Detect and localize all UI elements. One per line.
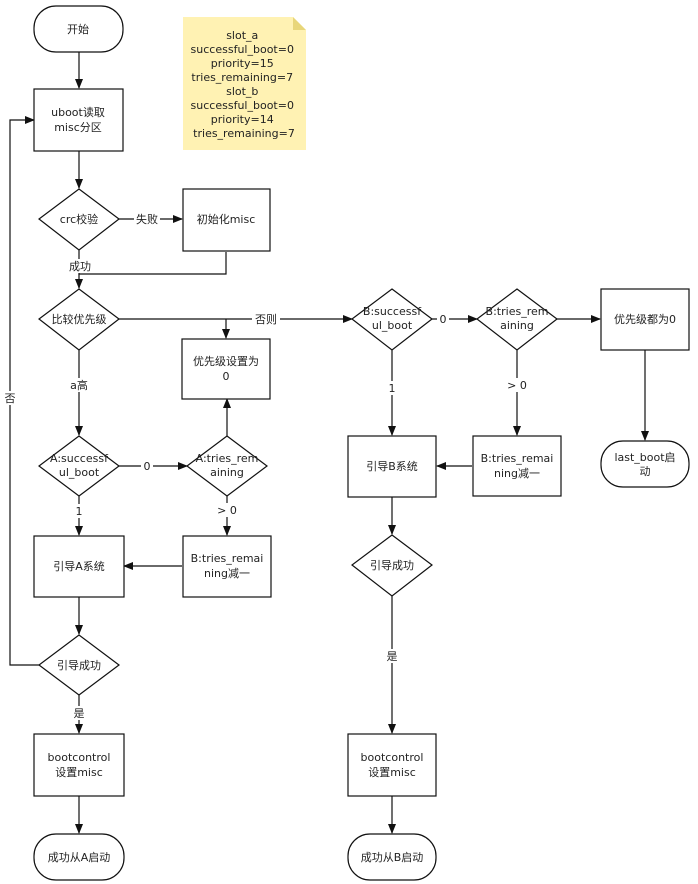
svg-text:引导A系统: 引导A系统	[53, 559, 105, 573]
node-boot-b-system: 引导B系统	[347, 435, 437, 498]
label-fail: 失败	[134, 212, 160, 226]
svg-text:失败: 失败	[136, 212, 158, 226]
label-success: 成功	[67, 259, 93, 273]
svg-text:否: 否	[5, 392, 16, 405]
svg-text:引导B系统: 引导B系统	[366, 459, 418, 473]
svg-text:优先级都为0: 优先级都为0	[614, 313, 676, 326]
label-yes-b: 是	[384, 649, 400, 663]
node-last-boot: last_boot启动	[600, 440, 690, 488]
node-crc-check: crc校验	[38, 188, 120, 251]
svg-text:初始化misc: 初始化misc	[197, 212, 256, 226]
svg-text:A:tries_remaining: A:tries_remaining	[196, 452, 259, 479]
svg-text:比较优先级: 比较优先级	[52, 312, 107, 326]
svg-text:引导成功: 引导成功	[57, 658, 101, 672]
label-zero-a: 0	[141, 459, 153, 473]
svg-text:成功从B启动: 成功从B启动	[361, 851, 424, 864]
svg-text:0: 0	[440, 313, 447, 326]
svg-text:成功从A启动: 成功从A启动	[48, 851, 111, 864]
node-compare-priority: 比较优先级	[38, 288, 120, 351]
node-end-boot-a: 成功从A启动	[33, 833, 125, 881]
node-end-boot-b: 成功从B启动	[347, 833, 437, 881]
label-gt0-a: > 0	[215, 503, 239, 517]
slot-info-note: slot_a successful_boot=0 priority=15 tri…	[183, 17, 306, 150]
edge-crc-merge	[78, 250, 227, 275]
node-boot-a-system: 引导A系统	[33, 535, 125, 598]
svg-text:1: 1	[389, 382, 396, 395]
edge-labels: 失败 成功 否则 a高 0 > 0 1 是	[3, 212, 529, 720]
label-one-b: 1	[386, 381, 398, 395]
svg-text:a高: a高	[70, 378, 88, 392]
svg-text:B:successful_boot: B:successful_boot	[363, 305, 422, 332]
svg-text:成功: 成功	[69, 260, 91, 273]
label-gt0-b: > 0	[505, 378, 529, 392]
label-a-high: a高	[68, 378, 90, 392]
svg-text:否则: 否则	[255, 313, 277, 326]
label-one-a: 1	[73, 504, 85, 518]
svg-text:crc校验: crc校验	[60, 212, 98, 226]
label-yes-a: 是	[71, 706, 87, 720]
node-boot-a-success-check: 引导成功	[38, 634, 120, 696]
svg-text:开始: 开始	[67, 22, 89, 36]
node-init-misc: 初始化misc	[182, 188, 271, 252]
svg-text:B:tries_remaining: B:tries_remaining	[486, 305, 549, 332]
svg-text:last_boot启动: last_boot启动	[614, 451, 675, 478]
label-otherwise: 否则	[252, 312, 280, 326]
node-boot-b-success-check: 引导成功	[351, 534, 433, 597]
svg-text:> 0: > 0	[217, 504, 237, 517]
node-start: 开始	[33, 5, 124, 53]
svg-text:A:successful_boot: A:successful_boot	[50, 452, 109, 479]
node-priority-all-zero: 优先级都为0	[600, 288, 690, 351]
note-text: slot_a successful_boot=0 priority=15 tri…	[191, 29, 298, 140]
svg-text:是: 是	[387, 650, 398, 663]
label-zero-b: 0	[437, 312, 449, 326]
svg-text:1: 1	[76, 505, 83, 518]
svg-text:> 0: > 0	[507, 379, 527, 392]
svg-text:0: 0	[144, 460, 151, 473]
label-no-loop: 否	[3, 391, 17, 405]
svg-text:是: 是	[74, 707, 85, 720]
svg-text:引导成功: 引导成功	[370, 558, 414, 572]
